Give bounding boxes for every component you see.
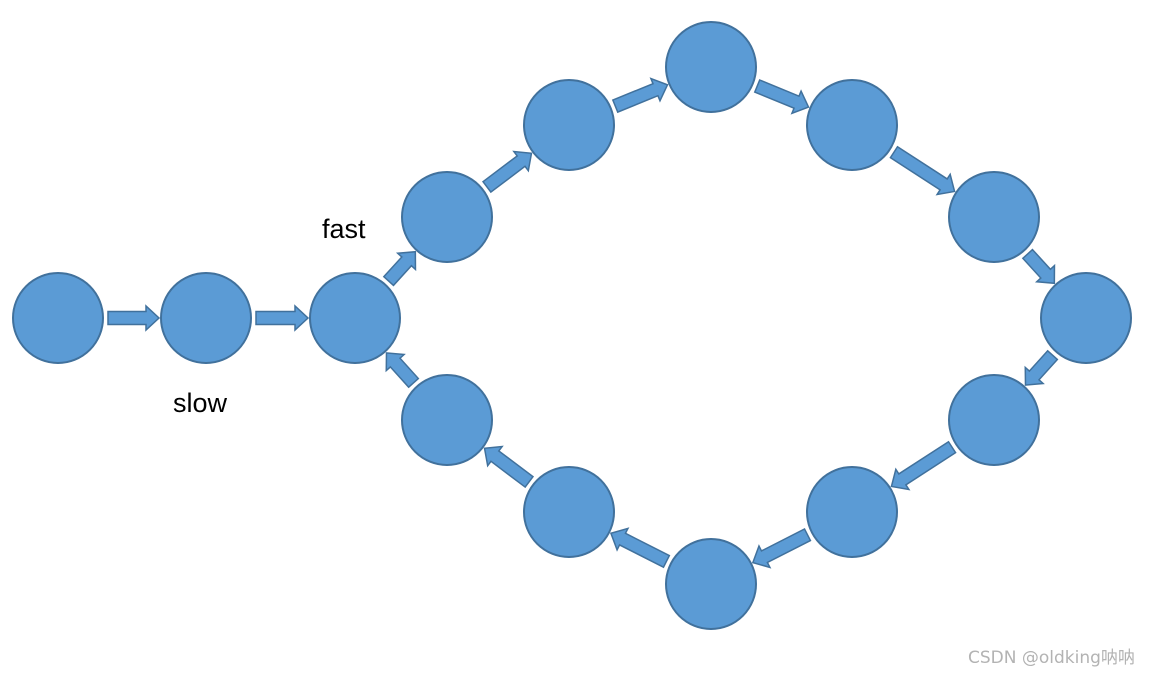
edge-arrow-8 [1021,248,1056,285]
edge-arrow-13 [483,445,535,489]
list-node-4 [401,171,493,263]
edge-arrow-11 [751,527,812,569]
edge-arrow-3 [382,250,417,287]
slow-pointer-label: slow [173,388,228,418]
edge-arrow-9 [1024,349,1059,386]
list-node-11 [806,466,898,558]
edge-arrow-4 [481,150,533,194]
watermark: CSDN @oldking呐呐 [968,648,1135,668]
list-node-5 [523,79,615,171]
edge-arrow-5 [611,77,669,114]
list-nodes [12,21,1132,630]
edge-arrows [107,77,1059,569]
list-node-1 [12,272,104,364]
list-node-6 [665,21,757,113]
edge-arrow-14 [385,352,420,389]
edge-arrow-6 [753,79,810,115]
fast-pointer-label: fast [322,214,366,244]
edge-arrow-1 [107,304,161,332]
list-node-10 [948,374,1040,466]
edge-arrow-12 [609,527,671,569]
list-node-8 [948,171,1040,263]
list-node-2 [160,272,252,364]
list-node-7 [806,79,898,171]
edge-arrow-7 [889,145,956,196]
edge-arrow-2 [255,304,310,332]
list-node-13 [523,466,615,558]
list-node-12 [665,538,757,630]
list-node-14 [401,374,493,466]
list-node-9 [1040,272,1132,364]
edge-arrow-10 [890,440,957,491]
list-node-3 [309,272,401,364]
